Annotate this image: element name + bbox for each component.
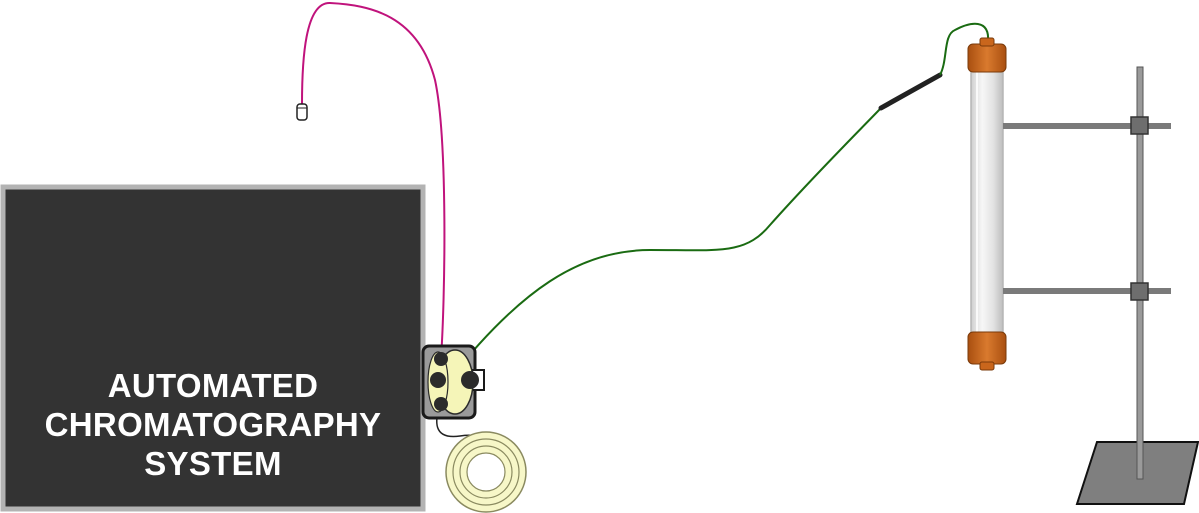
green-column-tubing <box>447 107 882 382</box>
lower-clamp-arm <box>1003 288 1171 294</box>
system-label-line-1: AUTOMATED <box>107 367 319 404</box>
injection-valve <box>421 344 485 420</box>
sample-vial-icon <box>296 103 308 121</box>
tubing-connector <box>878 72 943 111</box>
valve-port-middle <box>430 372 446 388</box>
ring-stand <box>1003 66 1199 505</box>
green-column-tubing-end <box>939 22 990 76</box>
stand-rod <box>1136 66 1144 480</box>
column-bottom-cap <box>967 331 1007 365</box>
pink-inlet-tubing <box>301 1 446 359</box>
valve-port-bottom <box>434 397 448 411</box>
column-top-cap <box>967 43 1007 73</box>
upper-clamp-block <box>1130 116 1149 135</box>
tubing-coil-icon <box>445 431 527 513</box>
system-label-line-3: SYSTEM <box>144 445 282 482</box>
upper-clamp-arm <box>1003 123 1171 129</box>
chromatography-column <box>967 37 1007 371</box>
valve-port-right <box>461 371 479 389</box>
chromatography-system-box <box>0 184 426 512</box>
system-label-line-2: CHROMATOGRAPHY <box>44 406 382 443</box>
valve-port-top <box>434 352 448 366</box>
system-label: AUTOMATED CHROMATOGRAPHY SYSTEM <box>6 366 420 483</box>
lower-clamp-block <box>1130 282 1149 301</box>
